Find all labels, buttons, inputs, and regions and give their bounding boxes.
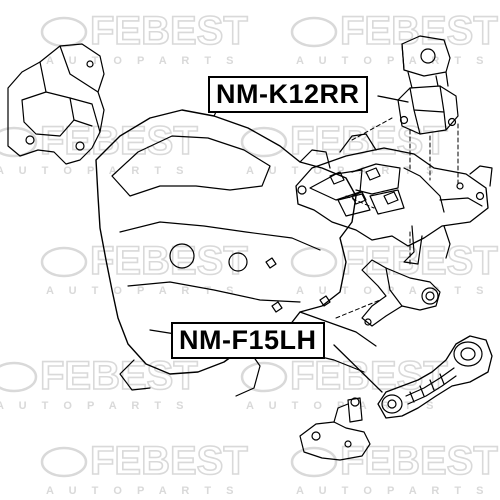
svg-text:A U T O P A R T S: A U T O P A R T S — [0, 165, 189, 177]
svg-text:A U T O P A R T S: A U T O P A R T S — [46, 485, 239, 497]
leader-k12rr — [377, 95, 409, 103]
leader-f15lh — [333, 344, 383, 393]
svg-text:FEBEST: FEBEST — [340, 9, 498, 53]
svg-text:FEBEST: FEBEST — [340, 439, 498, 483]
svg-text:FEBEST: FEBEST — [90, 439, 248, 483]
mount-f15lh — [377, 335, 493, 419]
svg-text:FEBEST: FEBEST — [90, 9, 248, 53]
svg-text:FEBEST: FEBEST — [290, 119, 448, 163]
svg-text:A U T O P A R T S: A U T O P A R T S — [246, 400, 439, 412]
watermark-logo: FEBEST A U T O P A R T S — [240, 118, 449, 177]
svg-text:A U T O P A R T S: A U T O P A R T S — [46, 285, 239, 297]
watermark-logo: FEBEST A U T O P A R T S — [40, 238, 249, 297]
svg-text:A U T O P A R T S: A U T O P A R T S — [296, 485, 489, 497]
watermark-logo: FEBEST A U T O P A R T S — [290, 8, 499, 67]
watermark-logo: FEBEST A U T O P A R T S — [0, 353, 199, 412]
svg-text:FEBEST: FEBEST — [40, 354, 198, 398]
watermark-logo: FEBEST A U T O P A R T S — [0, 118, 199, 177]
bottom-mount — [299, 397, 371, 461]
middle-bracket — [361, 259, 441, 327]
watermark-logo: FEBEST A U T O P A R T S — [290, 438, 499, 497]
left-bracket — [7, 43, 105, 165]
part-label-k12rr: NM-K12RR — [208, 76, 368, 113]
subframe — [295, 133, 493, 265]
part-label-f15lh: NM-F15LH — [171, 322, 325, 359]
svg-text:A U T O P A R T S: A U T O P A R T S — [296, 55, 489, 67]
svg-text:FEBEST: FEBEST — [90, 239, 248, 283]
svg-text:A U T O P A R T S: A U T O P A R T S — [246, 165, 439, 177]
svg-text:FEBEST: FEBEST — [40, 119, 198, 163]
alignment-lines — [335, 117, 459, 319]
mount-k12rr — [397, 35, 459, 135]
watermark-logo: FEBEST A U T O P A R T S — [40, 438, 249, 497]
svg-text:A U T O P A R T S: A U T O P A R T S — [0, 400, 189, 412]
